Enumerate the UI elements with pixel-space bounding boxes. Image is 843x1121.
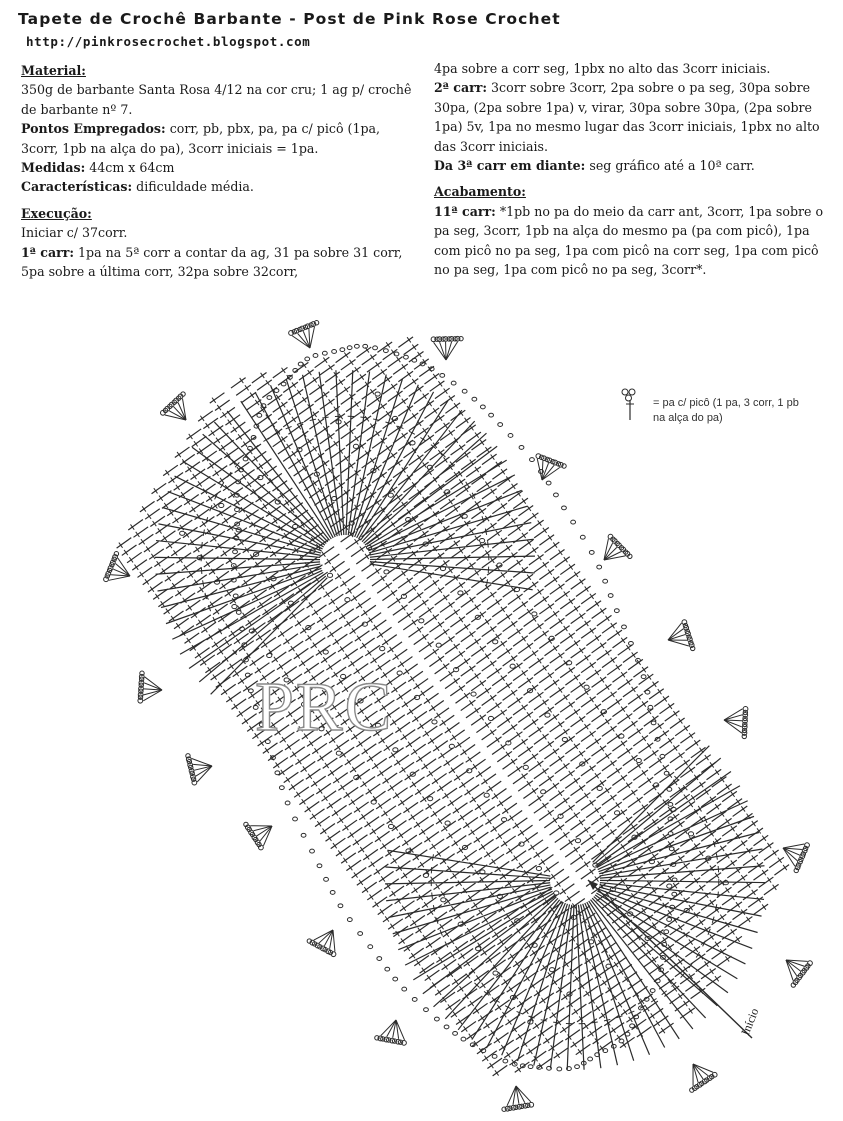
watermark: PRC bbox=[255, 668, 393, 748]
picot-stitch-legend-icon bbox=[622, 389, 635, 420]
chart-stitches bbox=[104, 321, 813, 1112]
legend-text: = pa c/ picô (1 pa, 3 corr, 1 pb na alça… bbox=[653, 396, 803, 426]
